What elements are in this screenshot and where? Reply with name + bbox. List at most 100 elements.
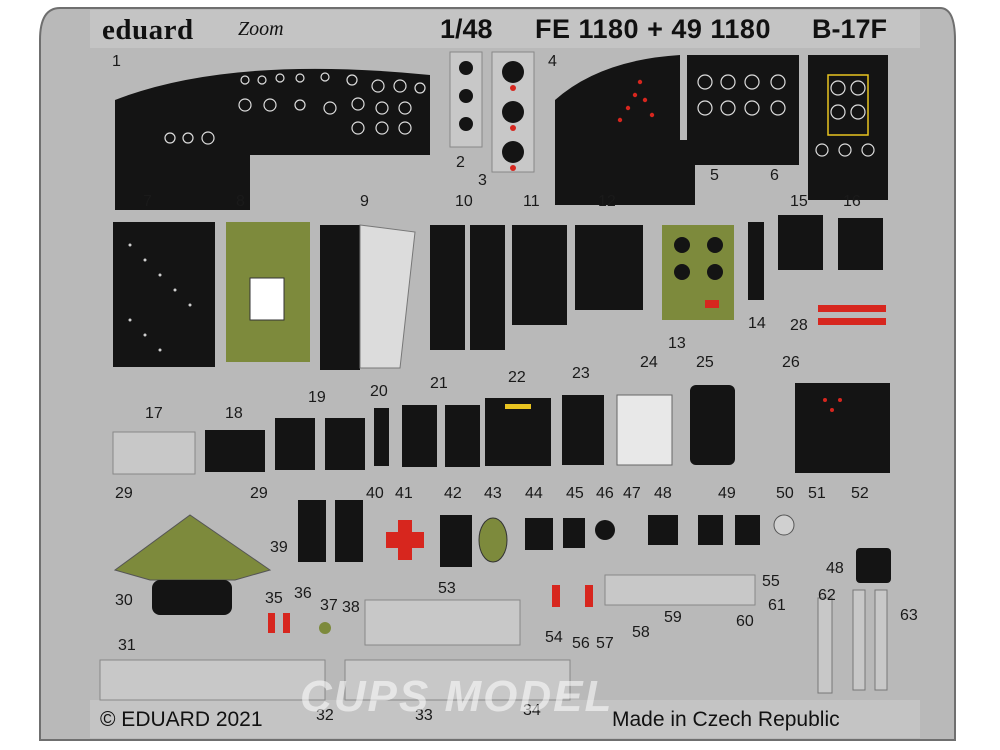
- part-number: 29: [115, 485, 133, 502]
- part-48-panel: [648, 515, 678, 545]
- part-number: 56: [572, 635, 590, 652]
- part-13-red-switch: [705, 300, 719, 308]
- part-21b-panel: [445, 405, 480, 467]
- part-10a-panel: [430, 225, 465, 350]
- part-number: 50: [776, 485, 794, 502]
- part-number: 42: [444, 485, 462, 502]
- part-13-gauges: [674, 237, 723, 280]
- part-number: 55: [762, 573, 780, 590]
- watermark: CUPS MODEL: [300, 672, 614, 721]
- part-53-fret: [364, 599, 521, 646]
- part-37-dial: [319, 622, 331, 634]
- part-35-items: [268, 613, 290, 633]
- part-5-gauges: [697, 74, 786, 116]
- part-number: 39: [270, 539, 288, 556]
- copyright: © EDUARD 2021: [100, 708, 263, 731]
- part-4-instrument-panel: [555, 55, 695, 205]
- part-number: 30: [115, 592, 133, 609]
- origin-label: Made in Czech Republic: [612, 708, 840, 731]
- part-7-panel: [113, 222, 215, 367]
- part-number: 23: [572, 365, 590, 382]
- fret-outline: [39, 7, 956, 741]
- part-26-panel: [795, 383, 890, 473]
- part-16-panel: [838, 218, 883, 270]
- part-number: 8: [236, 193, 245, 210]
- part-number: 9: [360, 193, 369, 210]
- part-55-strip: [604, 574, 756, 606]
- part-number: 5: [710, 167, 719, 184]
- part-6-highlight: [827, 74, 869, 136]
- part-9-panel: [320, 225, 360, 370]
- part-number: 36: [294, 585, 312, 602]
- part-4-red-lights: [617, 79, 655, 123]
- part-number: 15: [790, 193, 808, 210]
- part-number: 24: [640, 354, 658, 371]
- part-22-yellow-row: [505, 404, 531, 409]
- part-number: 54: [545, 629, 563, 646]
- part-21a-panel: [402, 405, 437, 467]
- part-49a-panel: [698, 515, 723, 545]
- part-number: 43: [484, 485, 502, 502]
- part-48b-panel: [856, 548, 891, 583]
- part-1-gauges: [164, 72, 426, 145]
- part-62-strip: [817, 597, 833, 694]
- part-2-knobs: [459, 61, 473, 131]
- part-number: 58: [632, 624, 650, 641]
- part-number: 21: [430, 375, 448, 392]
- part-7-switch-grid: [128, 243, 192, 352]
- part-number: 17: [145, 405, 163, 422]
- set-numbers: FE 1180 + 49 1180: [535, 14, 771, 44]
- part-number: 52: [851, 485, 869, 502]
- part-42-panel: [440, 515, 472, 567]
- part-40b-panel: [335, 500, 363, 562]
- part-number: 16: [843, 193, 861, 210]
- brand-sub-logo: Zoom: [238, 18, 284, 40]
- part-19a-panel: [275, 418, 315, 470]
- part-number: 32: [316, 707, 334, 724]
- part-63b-strip: [874, 589, 888, 691]
- part-number: 29: [250, 485, 268, 502]
- part-6-panel: [808, 55, 888, 200]
- part-31-strip: [99, 659, 326, 701]
- part-30-panel: [113, 514, 272, 581]
- part-11-panel: [512, 225, 567, 325]
- part-number: 6: [770, 167, 779, 184]
- part-41-red-cross: [386, 520, 424, 560]
- part-number: 35: [265, 590, 283, 607]
- part-20-strip: [374, 408, 389, 466]
- part-number: 20: [370, 383, 388, 400]
- part-23-panel: [562, 395, 604, 465]
- part-number: 10: [455, 193, 473, 210]
- part-3-dials: [502, 61, 524, 163]
- part-49b-panel: [735, 515, 760, 545]
- part-number: 12: [598, 193, 616, 210]
- part-number: 7: [143, 193, 152, 210]
- part-number: 14: [748, 315, 766, 332]
- part-number: 57: [596, 635, 614, 652]
- part-6-gauges: [815, 80, 875, 157]
- part-63a-strip: [852, 589, 866, 691]
- part-number: 38: [342, 599, 360, 616]
- part-number: 1: [112, 53, 121, 70]
- fret-footer-band: [90, 700, 920, 738]
- part-19b-panel: [325, 418, 365, 470]
- part-number: 13: [668, 335, 686, 352]
- fret-header-band: [90, 10, 920, 48]
- part-28-strips: [818, 305, 886, 325]
- part-13-panel: [662, 225, 734, 320]
- part-number: 62: [818, 587, 836, 604]
- part-30-black-base: [152, 580, 232, 615]
- part-3-red-lights: [510, 85, 516, 171]
- part-number: 4: [548, 53, 557, 70]
- scale-label: 1/48: [440, 14, 493, 44]
- part-40a-panel: [298, 500, 326, 562]
- part-50-dial: [773, 514, 795, 536]
- part-number: 59: [664, 609, 682, 626]
- part-number: 51: [808, 485, 826, 502]
- part-15-panel: [778, 215, 823, 270]
- part-8-screen: [249, 277, 285, 321]
- part-number-labels: 1 2 3 4 5 6 7 8 9 10 11 12 13 14 15 16 1…: [112, 53, 918, 724]
- part-number: 63: [900, 607, 918, 624]
- part-43-oval: [478, 517, 508, 563]
